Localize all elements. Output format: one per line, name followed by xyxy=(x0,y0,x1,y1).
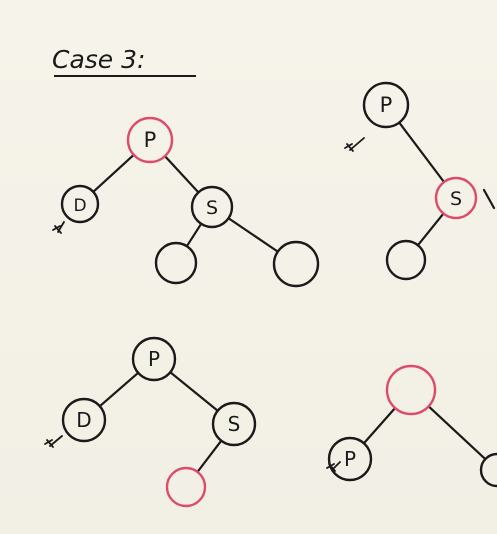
tree-1-node-s-circle xyxy=(190,185,234,229)
tree-2-node-p: P xyxy=(362,81,410,129)
tree-4: P xyxy=(326,364,497,488)
tree-2-node-s-label: S xyxy=(450,188,462,210)
tree-3-node-p-circle xyxy=(131,336,177,382)
tree-4-node-top-circle xyxy=(385,364,437,416)
tree-3-node-d-label: D xyxy=(76,408,91,432)
tree-1-node-p-circle xyxy=(126,116,174,164)
tree-3-node-sl xyxy=(165,466,207,508)
tree-2-node-s: S xyxy=(434,176,478,220)
tree-1-node-p-label: P xyxy=(144,128,157,152)
tree-1-edge-s-sl xyxy=(185,222,203,248)
tree-3-node-d-circle xyxy=(61,397,107,443)
tree-1-node-sr xyxy=(272,240,320,288)
tree-3-node-s-circle xyxy=(211,401,257,447)
tree-2-edge-p-s xyxy=(398,121,446,184)
tree-3-edge-s-sl xyxy=(196,439,223,473)
tree-2-node-sl xyxy=(385,239,427,281)
tree-1-node-p: P xyxy=(126,116,174,164)
tree-1-node-s: S xyxy=(190,185,234,229)
tree-2-node-p-label: P xyxy=(380,93,393,117)
tree-1-node-sl-circle xyxy=(154,241,198,285)
tree-4-node-top xyxy=(385,364,437,416)
tree-4-pointer-icon xyxy=(326,461,341,472)
tree-3-node-d: D xyxy=(61,397,107,443)
tree-4-node-p-label: P xyxy=(344,447,356,471)
tree-1-node-d-label: D xyxy=(73,196,86,216)
tree-4-node-r-circle xyxy=(479,452,497,488)
tree-1-node-d: D xyxy=(60,184,100,224)
tree-4-node-r xyxy=(479,452,497,488)
tree-1-node-d-circle xyxy=(60,184,100,224)
tree-1-edge-p-s xyxy=(163,155,200,194)
tree-1-node-sr-circle xyxy=(272,240,320,288)
tree-2-node-p-circle xyxy=(362,81,410,129)
tree-3-node-p: P xyxy=(131,336,177,382)
tree-1-node-sl xyxy=(154,241,198,285)
tree-3-pointer-icon xyxy=(44,435,63,448)
tree-2-node-s-circle xyxy=(434,176,478,220)
tree-1-pointer-icon xyxy=(52,221,65,234)
tree-3-edge-p-d xyxy=(98,371,140,408)
tree-2-edge-partial xyxy=(482,188,496,210)
tree-3-node-s-label: S xyxy=(228,412,241,436)
tree-3-node-sl-circle xyxy=(165,466,207,508)
tree-3-edge-p-s xyxy=(169,371,219,412)
tree-2-edge-s-sl xyxy=(416,212,445,247)
tree-1-node-s-label: S xyxy=(206,197,218,219)
tree-1: P D S xyxy=(52,116,320,288)
tree-3-node-s: S xyxy=(211,401,257,447)
tree-2: PS xyxy=(344,81,496,281)
tree-3-node-p-label: P xyxy=(148,347,160,371)
tree-4-edge-top-r xyxy=(427,405,487,461)
tree-4-node-p: P xyxy=(327,436,373,482)
tree-4-node-p-circle xyxy=(327,436,373,482)
tree-1-edge-s-sr xyxy=(227,217,279,253)
tree-3: P D S xyxy=(44,336,257,508)
tree-2-node-sl-circle xyxy=(385,239,427,281)
tree-2-pointer-icon xyxy=(344,137,365,152)
tree-1-edge-p-d xyxy=(92,153,135,193)
case-title: Case 3: xyxy=(52,45,145,74)
tree-4-edge-top-p xyxy=(362,406,397,445)
